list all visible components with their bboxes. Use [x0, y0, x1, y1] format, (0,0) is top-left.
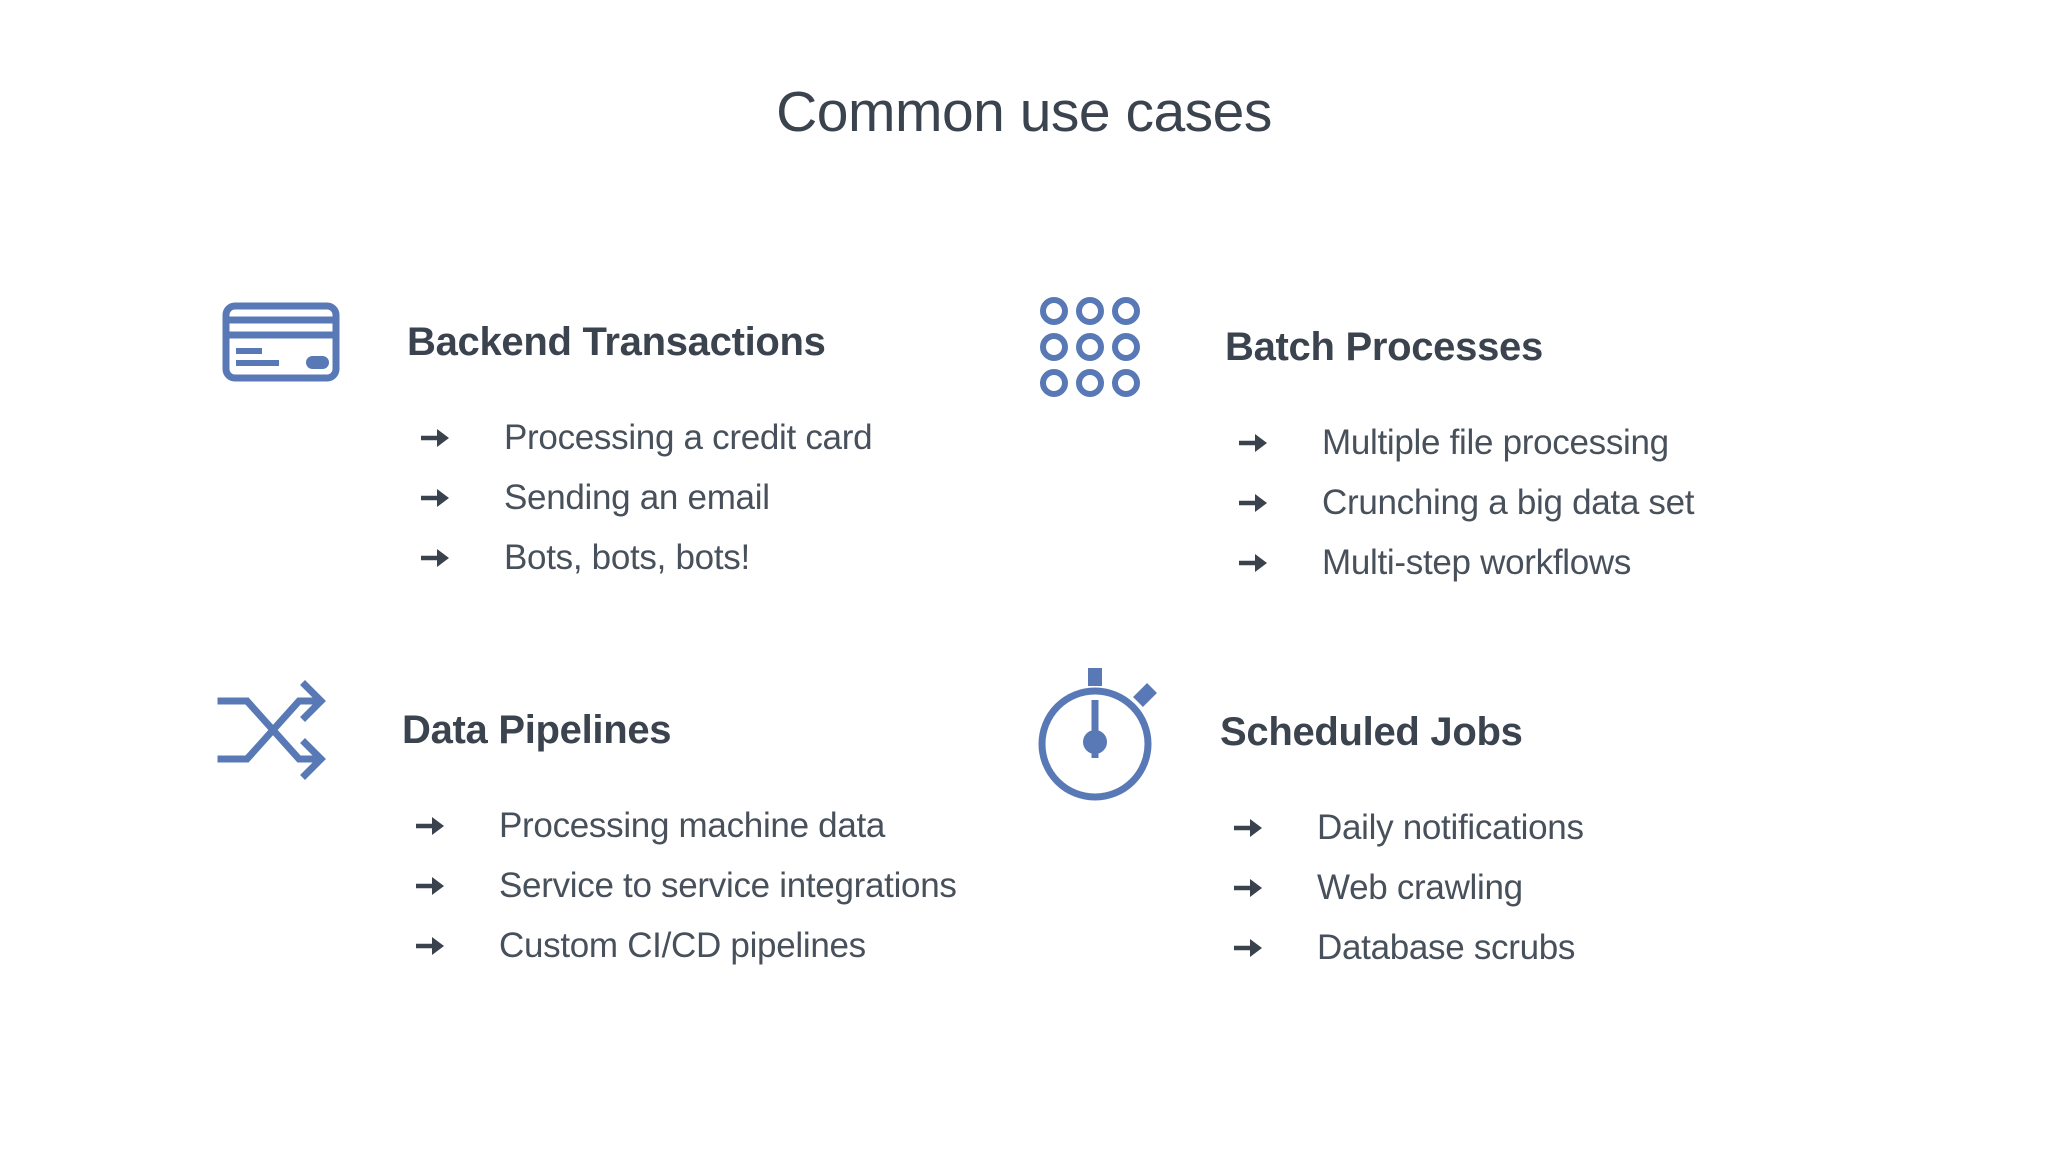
list-item-label: Custom CI/CD pipelines — [499, 926, 866, 965]
list-item: Crunching a big data set — [1238, 473, 1695, 533]
list-item-label: Processing machine data — [499, 806, 886, 845]
section-header: Data Pipelines — [217, 664, 957, 796]
list-item-label: Crunching a big data set — [1322, 483, 1695, 522]
arrow-right-icon — [1238, 492, 1268, 514]
shuffle-icon — [217, 673, 402, 787]
list-item-label: Web crawling — [1317, 868, 1523, 907]
section-heading: Backend Transactions — [407, 320, 826, 364]
arrow-right-icon — [1233, 817, 1263, 839]
page-title: Common use cases — [776, 80, 1272, 144]
arrow-right-icon — [1233, 937, 1263, 959]
arrow-right-icon — [1233, 877, 1263, 899]
list-item: Multi-step workflows — [1238, 533, 1694, 593]
list-item-label: Multiple file processing — [1322, 423, 1669, 462]
section-data-pipelines: Data Pipelines Processing machine data S… — [217, 664, 957, 976]
arrow-right-icon — [415, 815, 445, 837]
list-item-label: Database scrubs — [1317, 928, 1576, 967]
list-item-label: Multi-step workflows — [1322, 543, 1632, 582]
section-batch-processes: Batch Processes Multiple file processing… — [1040, 281, 1695, 593]
section-list: Daily notifications Web crawling Databas… — [1035, 798, 1584, 978]
arrow-right-icon — [1238, 432, 1268, 454]
section-scheduled-jobs: Scheduled Jobs Daily notifications Web c… — [1035, 666, 1584, 978]
list-item-label: Bots, bots, bots! — [504, 538, 750, 577]
list-item: Processing a credit card — [420, 408, 873, 468]
arrow-right-icon — [420, 427, 450, 449]
list-item: Custom CI/CD pipelines — [415, 916, 957, 976]
list-item: Web crawling — [1233, 858, 1584, 918]
arrow-right-icon — [420, 487, 450, 509]
section-list: Processing a credit card Sending an emai… — [222, 408, 873, 588]
stopwatch-icon — [1035, 662, 1220, 802]
section-header: Backend Transactions — [222, 276, 872, 408]
list-item-label: Processing a credit card — [504, 418, 873, 457]
section-list: Processing machine data Service to servi… — [217, 796, 957, 976]
arrow-right-icon — [1238, 552, 1268, 574]
section-heading: Data Pipelines — [402, 708, 672, 752]
section-header: Batch Processes — [1040, 281, 1694, 413]
list-item: Service to service integrations — [415, 856, 957, 916]
list-item: Bots, bots, bots! — [420, 528, 872, 588]
arrow-right-icon — [415, 875, 445, 897]
section-backend-transactions: Backend Transactions Processing a credit… — [222, 276, 873, 588]
section-header: Scheduled Jobs — [1035, 666, 1584, 801]
credit-card-icon — [222, 302, 407, 382]
grid-dots-icon — [1040, 297, 1225, 397]
section-heading: Batch Processes — [1225, 325, 1543, 369]
list-item: Sending an email — [420, 468, 872, 528]
list-item: Daily notifications — [1233, 798, 1584, 858]
list-item: Multiple file processing — [1238, 413, 1694, 473]
list-item-label: Sending an email — [504, 478, 770, 517]
list-item-label: Service to service integrations — [499, 866, 957, 905]
list-item: Processing machine data — [415, 796, 957, 856]
list-item: Database scrubs — [1233, 918, 1584, 978]
arrow-right-icon — [420, 547, 450, 569]
arrow-right-icon — [415, 935, 445, 957]
section-heading: Scheduled Jobs — [1220, 710, 1523, 754]
section-list: Multiple file processing Crunching a big… — [1040, 413, 1695, 593]
list-item-label: Daily notifications — [1317, 808, 1584, 847]
